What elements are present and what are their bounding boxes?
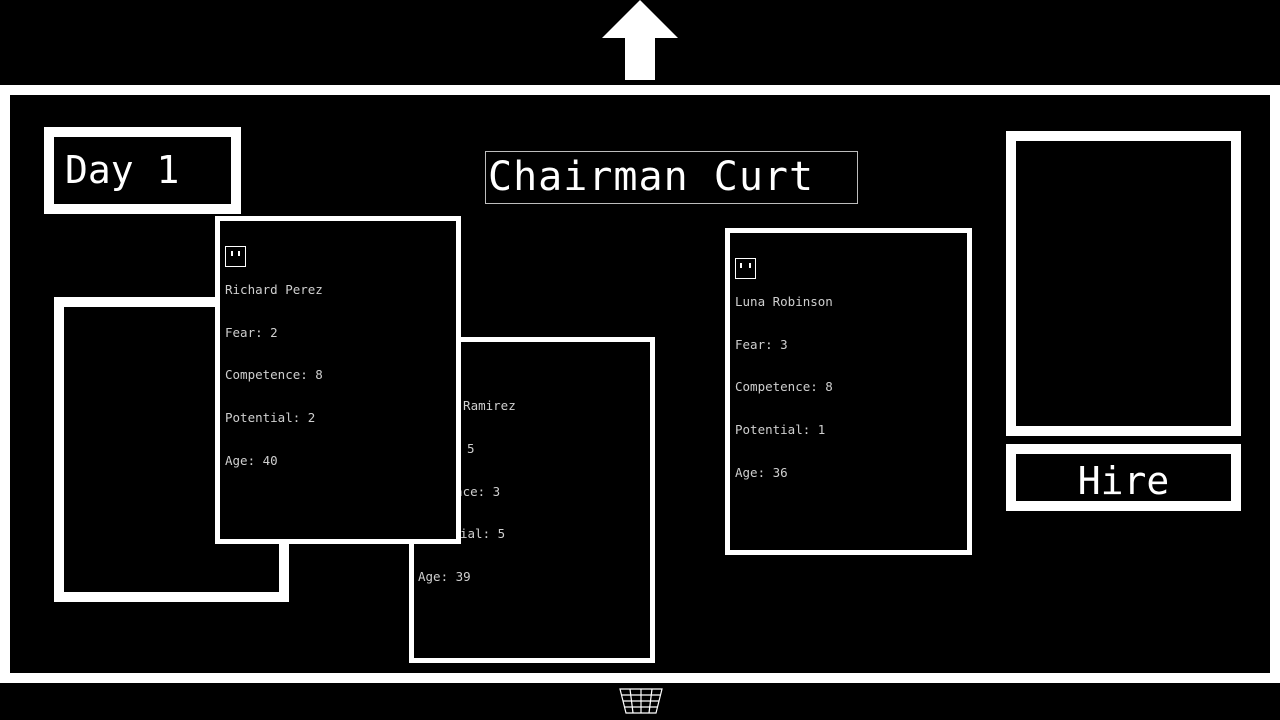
- candidate-card-perez[interactable]: Richard Perez Fear: 2 Competence: 8 Pote…: [215, 216, 461, 544]
- candidate-competence: Competence: 8: [735, 379, 833, 394]
- candidate-age: Age: 40: [225, 453, 278, 468]
- candidate-name: Richard Perez: [225, 282, 323, 297]
- candidate-name: Luna Robinson: [735, 294, 833, 309]
- hire-drop-slot[interactable]: [1006, 131, 1241, 436]
- character-name-box: Chairman Curt: [485, 151, 858, 204]
- day-counter: Day 1: [44, 127, 241, 214]
- candidate-age: Age: 39: [418, 569, 471, 584]
- candidate-fear: 5: [467, 441, 475, 456]
- hire-button[interactable]: Hire: [1006, 444, 1241, 511]
- candidate-fear: Fear: 2: [225, 325, 278, 340]
- candidate-potential: ial: 5: [460, 526, 506, 541]
- character-name: Chairman Curt: [488, 154, 815, 200]
- hire-button-label: Hire: [1077, 459, 1170, 503]
- face-icon: [735, 258, 756, 279]
- candidate-card-robinson[interactable]: Luna Robinson Fear: 3 Competence: 8 Pote…: [725, 228, 972, 555]
- candidate-potential: Potential: 1: [735, 422, 826, 437]
- face-icon: [225, 246, 246, 267]
- day-label: Day 1: [65, 148, 180, 192]
- candidate-age: Age: 36: [735, 465, 788, 480]
- candidate-competence: Competence: 8: [225, 367, 323, 382]
- candidate-name: l Ramirez: [448, 398, 516, 413]
- trash-bin-icon[interactable]: [619, 688, 663, 714]
- candidate-potential: Potential: 2: [225, 410, 316, 425]
- up-arrow-icon[interactable]: [602, 0, 678, 80]
- candidate-fear: Fear: 3: [735, 337, 788, 352]
